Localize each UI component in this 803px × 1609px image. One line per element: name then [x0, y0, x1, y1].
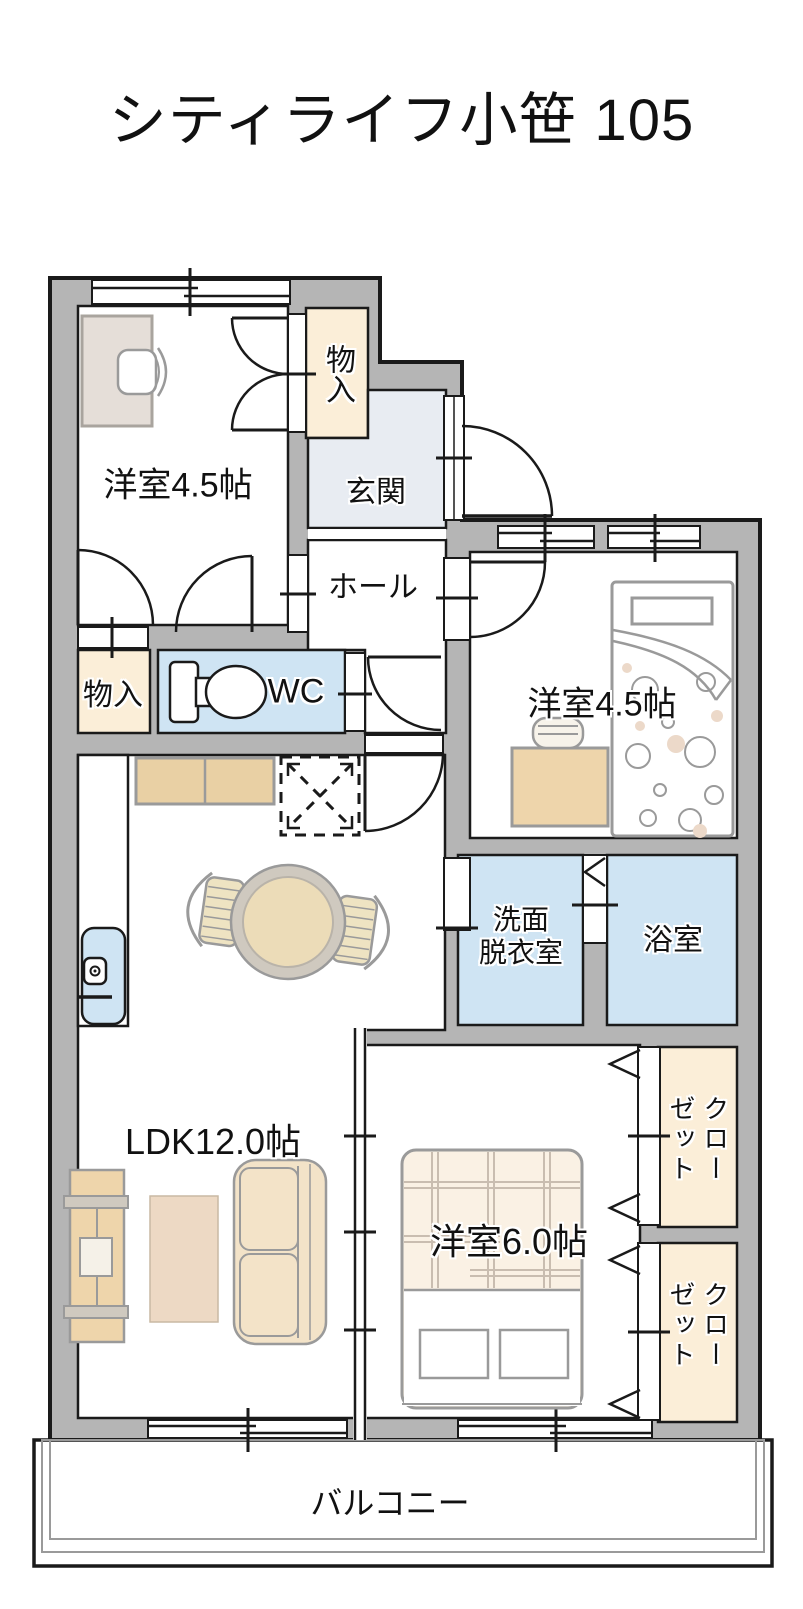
label-ldk: LDK12.0帖	[124, 1121, 302, 1162]
balcony	[32, 1438, 774, 1568]
window-bedroom-ne-2	[607, 514, 701, 562]
door-wc	[338, 652, 442, 732]
door-bath-folding	[572, 854, 618, 944]
cabinet	[134, 756, 276, 806]
door-storage-left	[76, 548, 155, 658]
room-washroom	[456, 853, 585, 1027]
door-front-entrance	[436, 395, 554, 521]
entrance-step	[308, 527, 446, 541]
door-bedroom-ne	[436, 557, 547, 641]
door-closet-lower	[607, 1242, 670, 1421]
label-entrance: 玄関	[346, 476, 406, 509]
room-closet-upper	[656, 1045, 739, 1229]
door-washroom	[436, 857, 478, 931]
desk-chair	[116, 347, 168, 397]
kitchen-sink	[78, 926, 127, 1026]
label-storage-left: 物入	[83, 679, 143, 712]
label-wc: WC	[267, 672, 325, 711]
window-bedroom-s-balcony	[457, 1408, 653, 1452]
door-bedroom-nw	[174, 554, 316, 633]
label-washroom: 洗面 脱衣室	[478, 903, 564, 968]
refrigerator-space	[279, 755, 361, 837]
room-bath	[605, 853, 739, 1027]
door-storage-top	[230, 313, 316, 433]
room-storage-left	[76, 648, 152, 735]
bed-single	[610, 580, 735, 838]
toilet-icon	[168, 660, 268, 724]
dining-set	[186, 863, 390, 981]
sofa	[232, 1158, 328, 1346]
rug	[149, 1195, 219, 1323]
door-closet-upper	[607, 1046, 670, 1226]
dresser	[510, 716, 610, 828]
window-bedroom-ne-1	[497, 514, 595, 562]
tv-board	[63, 1168, 129, 1344]
label-bedroom-nw: 洋室4.5帖	[103, 466, 253, 505]
room-closet-lower	[656, 1241, 739, 1424]
bed-double	[400, 1148, 584, 1410]
dining-table	[229, 863, 347, 981]
label-bath: 浴室	[643, 924, 703, 957]
label-storage-top: 物入	[321, 344, 354, 404]
label-closet-upper: クローゼット	[666, 1095, 730, 1185]
label-closet-lower: クローゼット	[666, 1281, 730, 1371]
label-bedroom-s: 洋室6.0帖	[429, 1221, 589, 1262]
label-balcony: バルコニー	[310, 1485, 470, 1521]
partition-ldk-bedroom	[344, 1028, 376, 1440]
window-bedroom-nw	[91, 268, 291, 316]
label-hall: ホール	[328, 571, 418, 604]
plan-title: シティライフ小笹 105	[108, 87, 695, 153]
label-bedroom-ne: 洋室4.5帖	[527, 685, 677, 724]
door-ldk	[363, 734, 445, 833]
window-ldk-balcony	[147, 1408, 348, 1452]
